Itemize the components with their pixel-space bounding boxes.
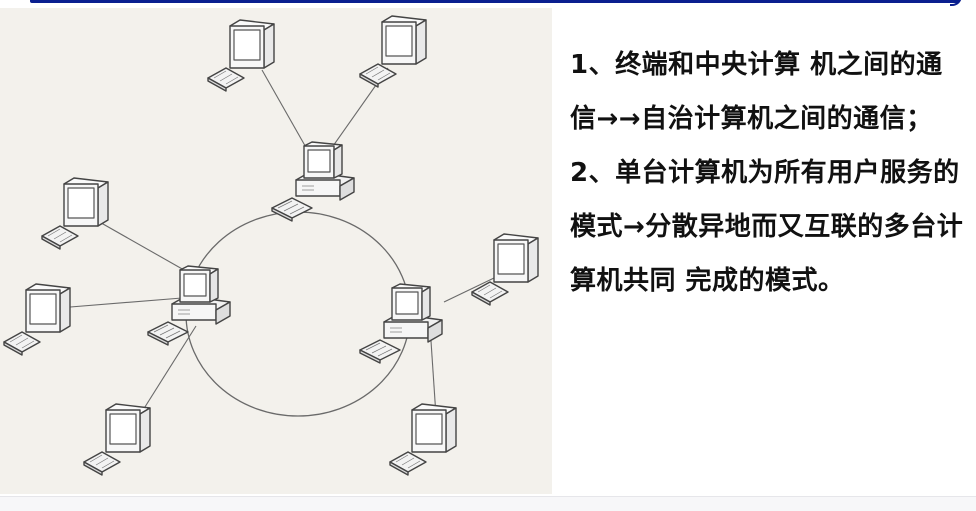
description-text: 1、终端和中央计算 机之间的通信→→自治计算机之间的通信； 2、单台计算机为所有… <box>570 38 965 308</box>
link-lines <box>57 67 495 419</box>
terminal-top-right <box>359 15 427 88</box>
host-computer-top <box>271 141 355 222</box>
host-computer-right <box>359 283 443 364</box>
network-diagram <box>0 8 552 494</box>
terminal-right <box>471 233 539 306</box>
title-underline <box>30 0 960 3</box>
point-2: 2、单台计算机为所有用户服务的模式→分散异地而又互联的多台计算机共同 完成的模式… <box>570 158 964 296</box>
terminal-bottom-right <box>389 403 457 476</box>
network-diagram-svg <box>3 15 539 476</box>
terminal-bottom-left <box>83 403 151 476</box>
footer-strip <box>0 496 976 511</box>
terminal-left-lower <box>3 283 71 356</box>
terminal-left-upper <box>41 177 109 250</box>
title-underline-corner <box>950 0 962 6</box>
host-computer-left <box>147 265 231 346</box>
point-1: 1、终端和中央计算 机之间的通信→→自治计算机之间的通信； <box>570 50 943 134</box>
terminal-top-left <box>207 19 275 92</box>
